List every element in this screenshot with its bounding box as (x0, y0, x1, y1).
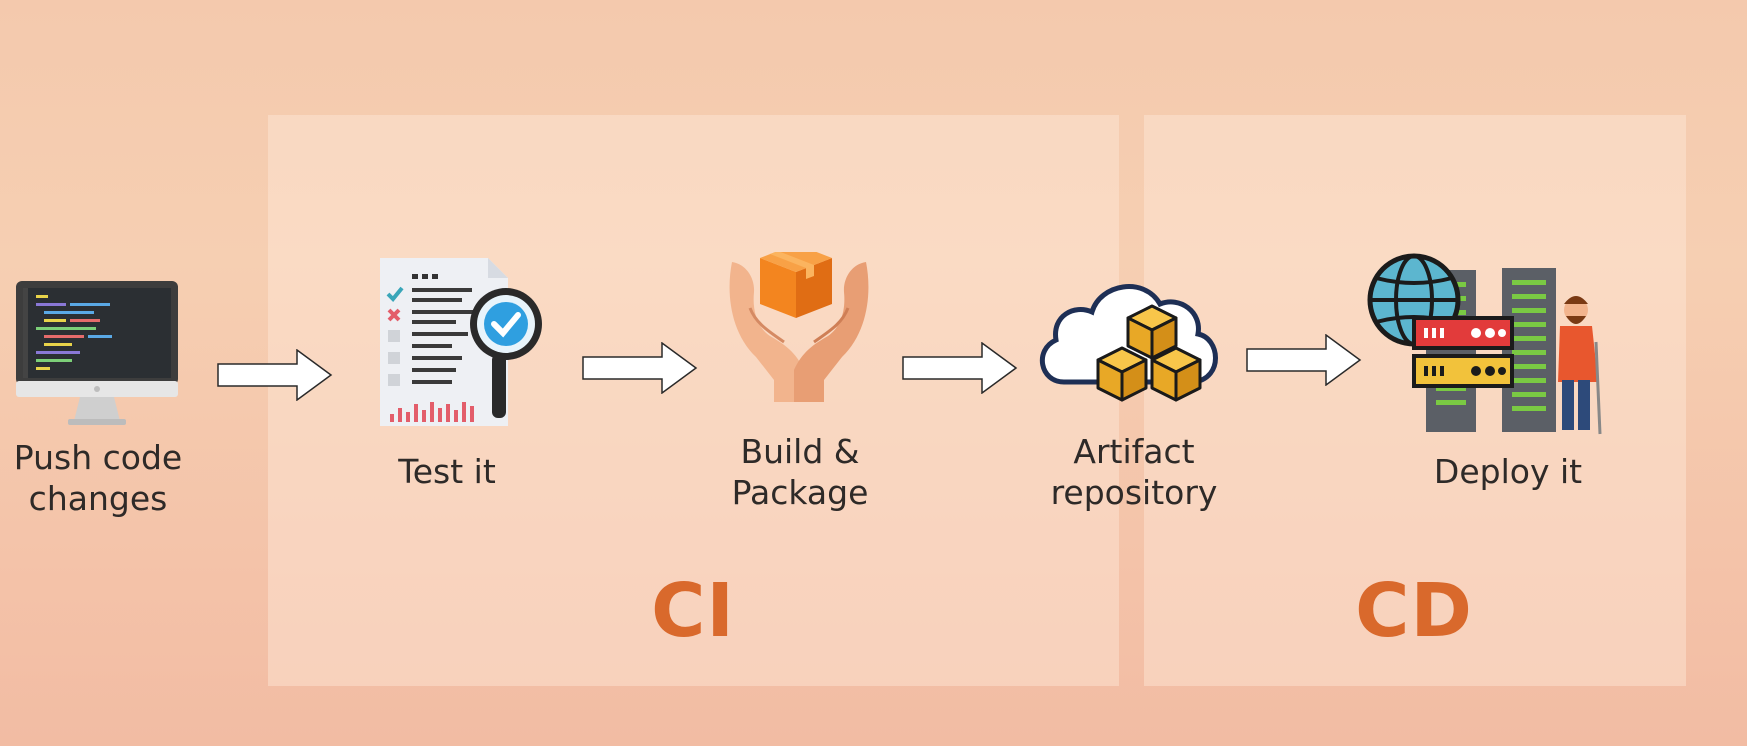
ci-section-label: CI (651, 568, 735, 654)
arrow-right-icon (1246, 334, 1362, 386)
package-hands-icon (729, 252, 869, 402)
cloud-boxes-icon (1039, 284, 1218, 402)
arrow-right-icon (582, 342, 698, 394)
arrow-right-icon (902, 342, 1018, 394)
cd-panel (1144, 115, 1686, 686)
monitor-code-icon (16, 281, 178, 425)
step-label-deploy: Deploy it (1433, 452, 1583, 491)
step-label-artifact-repository: Artifact repository (1050, 432, 1218, 512)
server-deploy-icon (1367, 253, 1602, 435)
step-label-test: Test it (398, 452, 496, 491)
step-label-build-package: Build & Package (731, 432, 869, 512)
test-report-icon (380, 258, 542, 426)
step-label-push-code: Push code changes (13, 438, 183, 518)
cd-section-label: CD (1355, 568, 1473, 654)
arrow-right-icon (217, 349, 333, 401)
